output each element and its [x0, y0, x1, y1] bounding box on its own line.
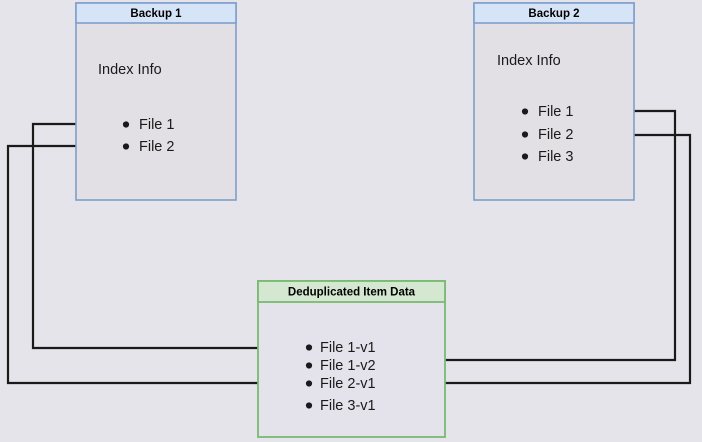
list-item[interactable]: File 1 [521, 104, 574, 120]
backup2-body [473, 2, 635, 201]
dedup-title: Deduplicated Item Data [288, 287, 416, 299]
backup2-heading: Index Info [497, 53, 561, 69]
bullet-icon [305, 362, 313, 369]
list-item[interactable]: File 3-v1 [305, 398, 376, 414]
dedup-list: File 1-v1 File 1-v2 File 2-v1 File 3-v1 [305, 340, 376, 414]
bullet-icon [305, 380, 313, 387]
bullet-icon [122, 143, 130, 150]
backup2-item-1: File 2 [538, 127, 573, 143]
bullet-icon [521, 131, 529, 138]
bullet-icon [305, 344, 313, 351]
backup2-item-2: File 3 [538, 149, 573, 165]
backup2-header [473, 2, 635, 24]
backup1-title: Backup 1 [130, 8, 182, 20]
backup1-body [75, 2, 237, 201]
dedup-item-1: File 1-v2 [320, 358, 376, 374]
backup1-item-1: File 2 [139, 139, 174, 155]
node-backup1[interactable]: Backup 1 Index Info File 1 File 2 [75, 2, 237, 201]
edge-path [6, 144, 297, 385]
node-backup2[interactable]: Backup 2 Index Info File 1 File 2 File 3 [473, 2, 635, 201]
backup2-item-0: File 1 [538, 104, 573, 120]
dedup-item-0: File 1-v1 [320, 340, 376, 356]
list-item[interactable]: File 1-v1 [305, 340, 376, 356]
list-item[interactable]: File 2-v1 [305, 376, 376, 392]
backup2-title: Backup 2 [528, 8, 579, 20]
backup1-header [75, 2, 237, 24]
node-dedup[interactable]: Deduplicated Item Data File 1-v1 File 1-… [257, 280, 446, 438]
edge-path [403, 133, 692, 385]
bullet-icon [122, 121, 130, 128]
dedup-item-2: File 2-v1 [320, 376, 376, 392]
edge-path [403, 109, 677, 362]
bullet-icon [305, 402, 313, 409]
backup1-list: File 1 File 2 [122, 117, 175, 155]
list-item[interactable]: File 3 [521, 149, 574, 165]
backup1-item-0: File 1 [139, 117, 174, 133]
dedup-item-3: File 3-v1 [320, 398, 376, 414]
bullet-icon [521, 153, 529, 160]
list-item[interactable]: File 1-v2 [305, 358, 376, 374]
list-item[interactable]: File 2 [122, 139, 175, 155]
backup1-heading: Index Info [98, 62, 162, 78]
list-item[interactable]: File 2 [521, 127, 574, 143]
dedup-header [257, 280, 446, 303]
list-item[interactable]: File 1 [122, 117, 175, 133]
backup2-list: File 1 File 2 File 3 [521, 104, 574, 165]
bullet-icon [521, 108, 529, 115]
dedup-body [257, 280, 446, 438]
